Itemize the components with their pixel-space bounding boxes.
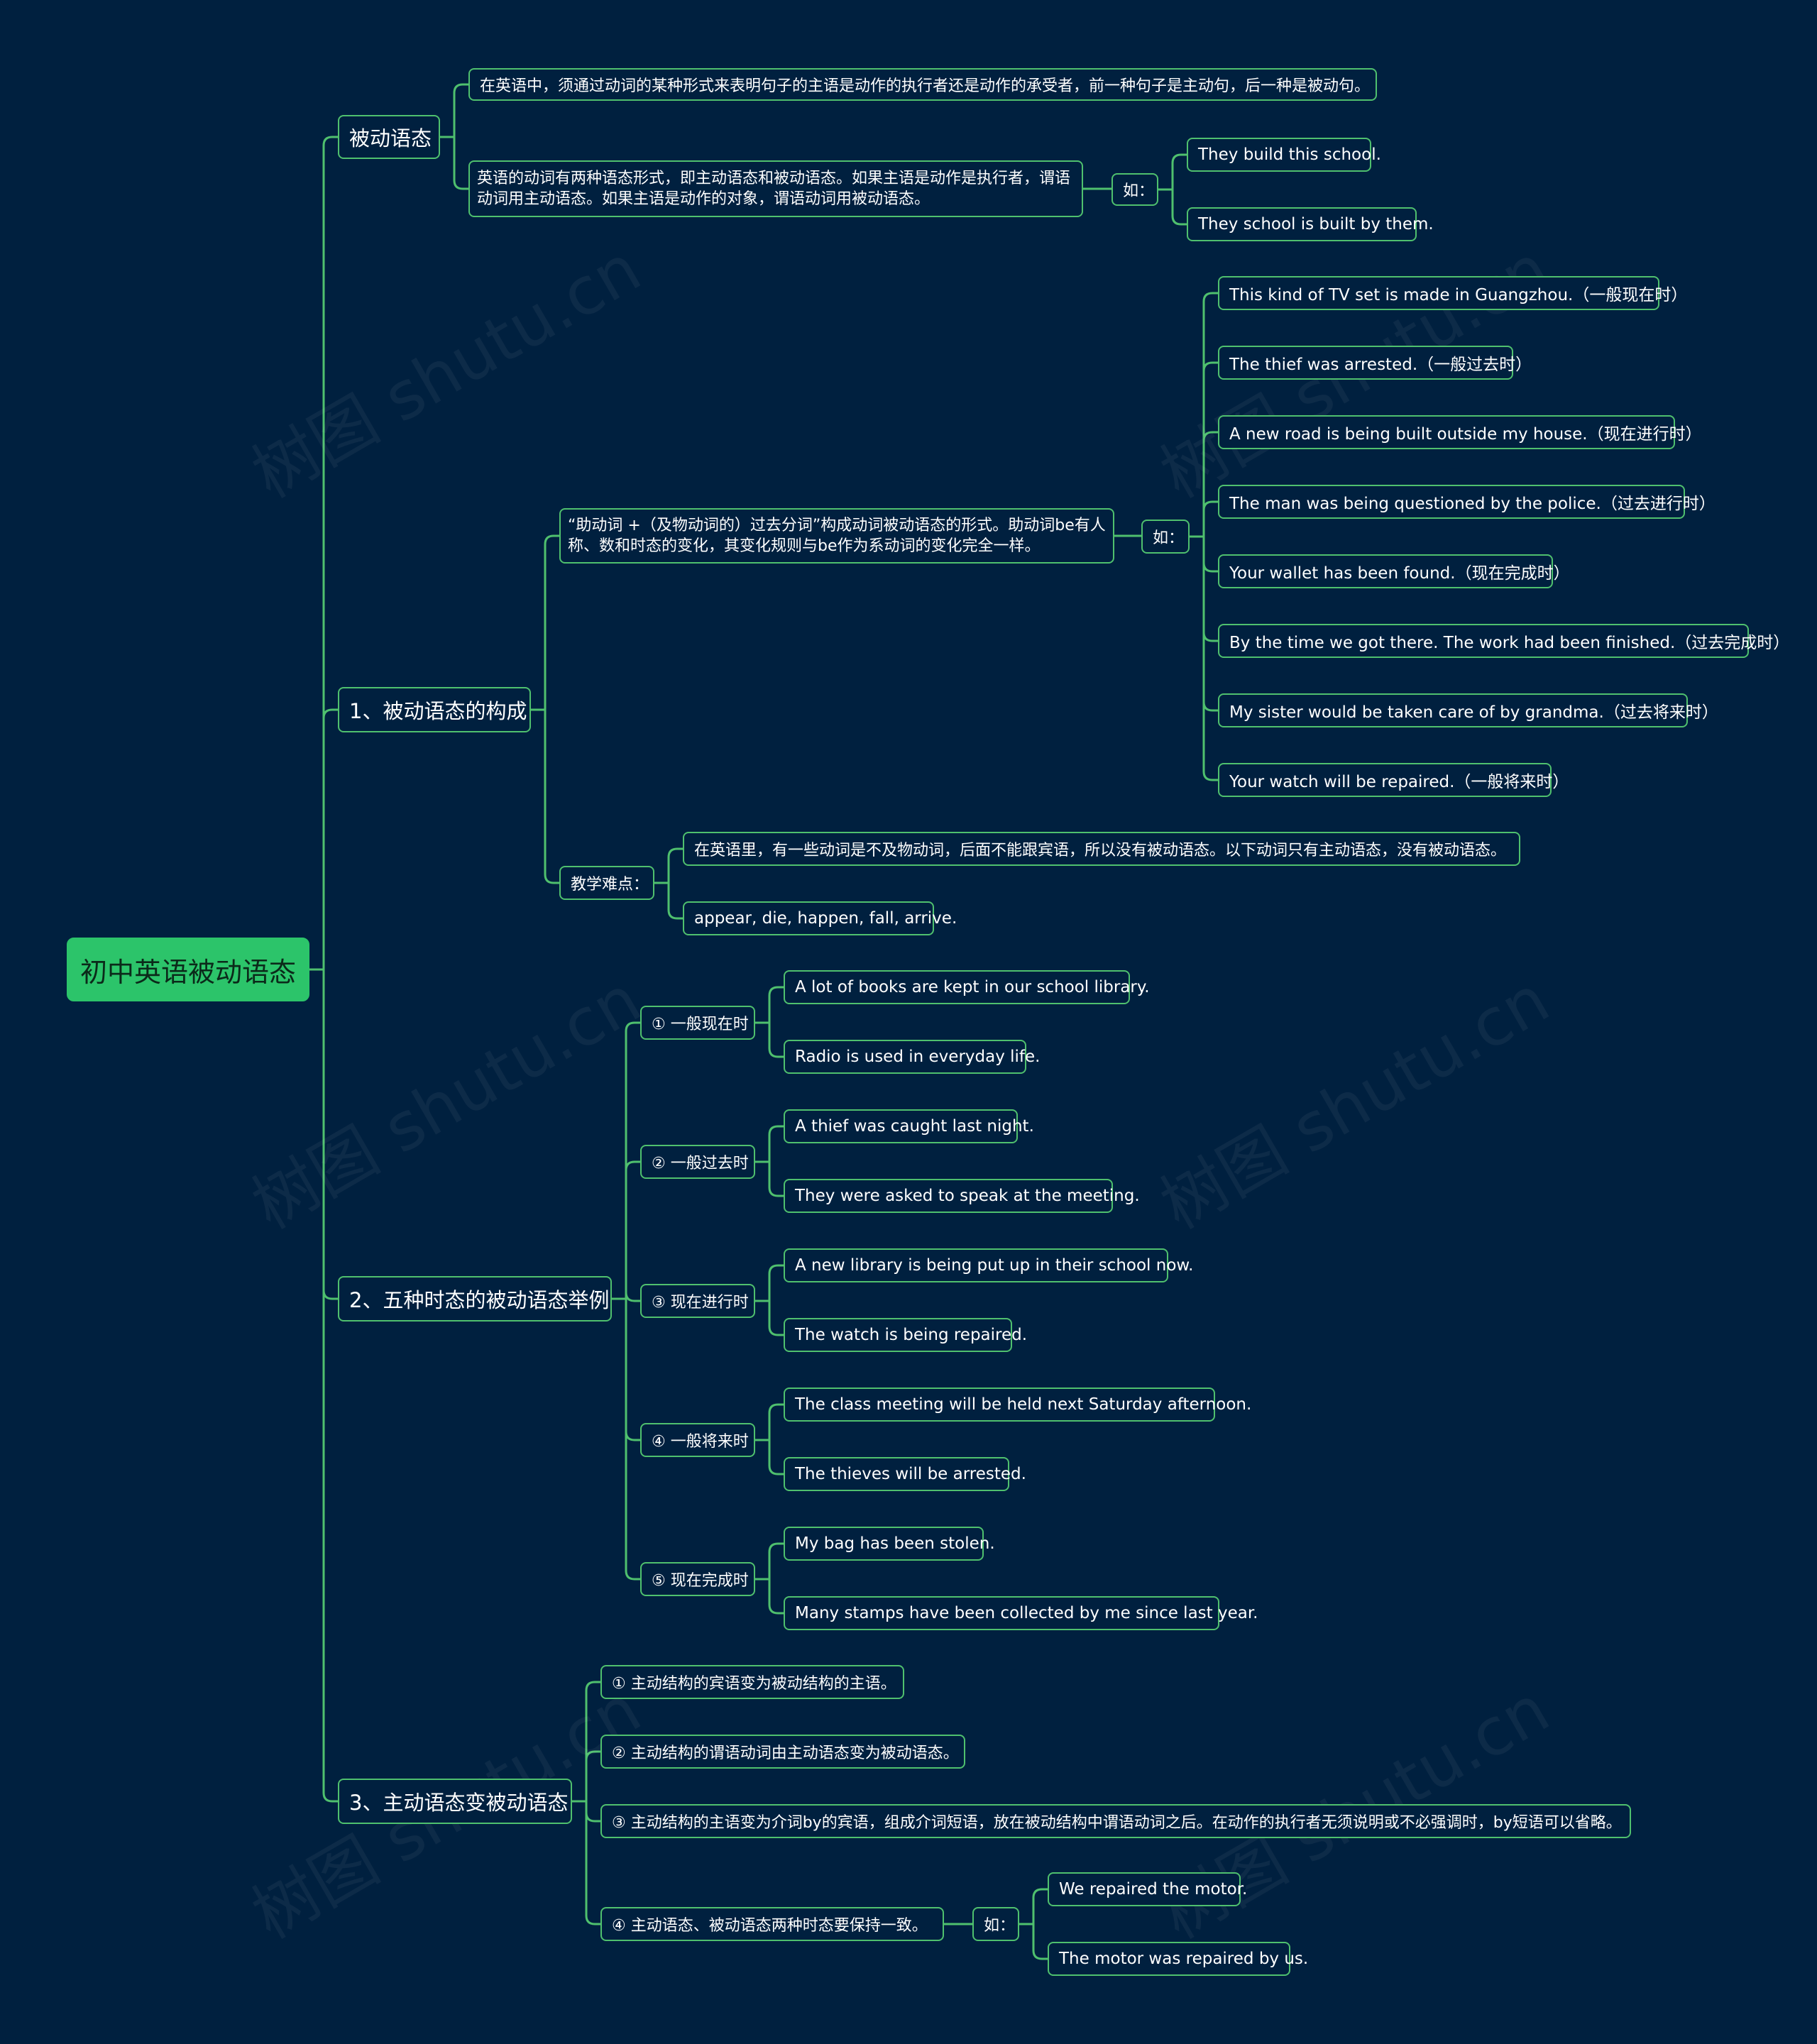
voice-forms-node[interactable]: 英语的动词有两种语态形式，即主动语态和被动语态。如果主语是动作是执行者，谓语动词… [468, 160, 1083, 217]
example-node[interactable]: Many stamps have been collected by me si… [784, 1596, 1258, 1630]
connector-line [612, 1021, 640, 1581]
connector-line [1158, 153, 1187, 226]
tense-node[interactable]: ② 一般过去时 [640, 1145, 755, 1179]
example-node[interactable]: The motor was repaired by us. [1048, 1942, 1308, 1976]
tense-node[interactable]: ⑤ 现在完成时 [640, 1562, 755, 1596]
example-node[interactable]: By the time we got there. The work had b… [1218, 624, 1789, 658]
example-node[interactable]: They build this school. [1187, 138, 1381, 172]
rule-node[interactable]: ③ 主动结构的主语变为介词by的宾语，组成介词短语，放在被动结构中谓语动词之后。… [600, 1804, 1631, 1838]
example-node[interactable]: The watch is being repaired. [784, 1318, 1027, 1352]
difficulty-verbs-node[interactable]: appear, die, happen, fall, arrive. [683, 901, 957, 935]
example-node[interactable]: This kind of TV set is made in Guangzhou… [1218, 276, 1687, 310]
example-label-node[interactable]: 如： [972, 1907, 1019, 1941]
example-node[interactable]: My bag has been stolen. [784, 1527, 995, 1561]
tense-node[interactable]: ④ 一般将来时 [640, 1423, 755, 1457]
connector-line [654, 847, 683, 920]
rule-node[interactable]: ④ 主动语态、被动语态两种时态要保持一致。 [600, 1907, 944, 1941]
example-node[interactable]: A new road is being built outside my hou… [1218, 415, 1702, 449]
root-node[interactable]: 初中英语被动语态 [67, 938, 309, 1001]
difficulty-label-node[interactable]: 教学难点： [559, 866, 654, 900]
tense-node[interactable]: ① 一般现在时 [640, 1006, 755, 1040]
branch-passive-voice[interactable]: 被动语态 [338, 115, 440, 159]
connector-line [755, 1403, 784, 1476]
connector-line [755, 1125, 784, 1197]
example-node[interactable]: The class meeting will be held next Satu… [784, 1388, 1251, 1422]
example-label-node[interactable]: 如： [1141, 520, 1190, 554]
passive-definition-node[interactable]: 在英语中，须通过动词的某种形式来表明句子的主语是动作的执行者还是动作的承受者，前… [468, 68, 1377, 101]
example-node[interactable]: The thieves will be arrested. [784, 1457, 1026, 1491]
connector-line [440, 83, 468, 190]
branch-active-to-passive[interactable]: 3、主动语态变被动语态 [338, 1779, 572, 1824]
example-node[interactable]: Your wallet has been found.（现在完成时） [1218, 554, 1570, 588]
branch-passive-structure[interactable]: 1、被动语态的构成 [338, 687, 531, 732]
connector-line [755, 986, 784, 1058]
tense-node[interactable]: ③ 现在进行时 [640, 1284, 755, 1318]
example-node[interactable]: My sister would be taken care of by gran… [1218, 693, 1718, 727]
connector-line [531, 534, 559, 884]
example-node[interactable]: A thief was caught last night. [784, 1109, 1034, 1143]
example-node[interactable]: They were asked to speak at the meeting. [784, 1179, 1140, 1213]
example-node[interactable]: Radio is used in everyday life. [784, 1040, 1040, 1074]
connector-line [1019, 1888, 1048, 1960]
example-node[interactable]: Your watch will be repaired.（一般将来时） [1218, 763, 1569, 797]
connector-line [1190, 292, 1218, 781]
connector-line [755, 1542, 784, 1615]
example-node[interactable]: The thief was arrested.（一般过去时） [1218, 346, 1532, 380]
example-node[interactable]: We repaired the motor. [1048, 1872, 1247, 1906]
example-node[interactable]: They school is built by them. [1187, 207, 1434, 241]
structure-rule-node[interactable]: “助动词 +（及物动词的）过去分词”构成动词被动语态的形式。助动词be有人称、数… [559, 508, 1114, 564]
connector-line [309, 136, 338, 1803]
rule-node[interactable]: ① 主动结构的宾语变为被动结构的主语。 [600, 1665, 904, 1699]
example-node[interactable]: A lot of books are kept in our school li… [784, 970, 1150, 1004]
example-node[interactable]: A new library is being put up in their s… [784, 1248, 1193, 1282]
difficulty-note-node[interactable]: 在英语里，有一些动词是不及物动词，后面不能跟宾语，所以没有被动语态。以下动词只有… [683, 832, 1520, 866]
branch-five-tenses[interactable]: 2、五种时态的被动语态举例 [338, 1276, 612, 1322]
connector-line [572, 1681, 600, 1925]
example-label-node[interactable]: 如： [1111, 173, 1158, 206]
connector-line [755, 1264, 784, 1336]
example-node[interactable]: The man was being questioned by the poli… [1218, 485, 1716, 519]
rule-node[interactable]: ② 主动结构的谓语动词由主动语态变为被动语态。 [600, 1735, 965, 1769]
